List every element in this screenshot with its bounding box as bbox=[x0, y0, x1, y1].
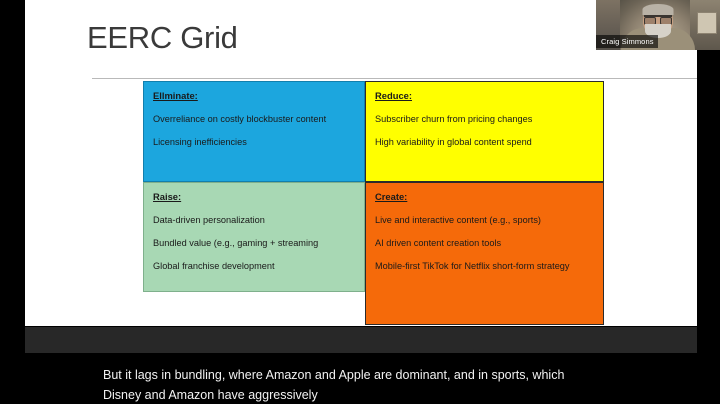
grid-cell-reduce-heading: Reduce: bbox=[375, 90, 412, 101]
caption-text: But it lags in bundling, where Amazon an… bbox=[103, 365, 638, 404]
grid-cell-create-item-0: Live and interactive content (e.g., spor… bbox=[375, 215, 541, 226]
grid-cell-eliminate-heading: Ellminate: bbox=[153, 90, 198, 101]
participant-video-thumbnail[interactable]: Craig Simmons bbox=[596, 0, 720, 50]
presentation-slide: EERC Grid Ellminate: Overreliance on cos… bbox=[25, 0, 697, 326]
grid-cell-eliminate-item-1: Licensing inefficiencies bbox=[153, 137, 247, 148]
grid-cell-raise-item-1: Bundled value (e.g., gaming + streaming bbox=[153, 238, 319, 249]
grid-cell-raise-item-2: Global franchise development bbox=[153, 261, 275, 272]
picture-frame-decor bbox=[697, 12, 717, 34]
grid-cell-eliminate-item-0: Overreliance on costly blockbuster conte… bbox=[153, 114, 327, 125]
caption-line-2: Disney and Amazon have aggressively bbox=[103, 388, 318, 402]
closed-caption-area: But it lags in bundling, where Amazon an… bbox=[0, 353, 720, 404]
grid-cell-raise-heading: Raise: bbox=[153, 191, 182, 202]
participant-beard bbox=[645, 24, 671, 38]
title-divider bbox=[92, 78, 697, 79]
grid-cell-raise-item-0: Data-driven personalization bbox=[153, 215, 265, 226]
participant-name-label: Craig Simmons bbox=[596, 35, 658, 48]
meeting-toolbar-bar[interactable] bbox=[25, 327, 697, 353]
glasses-icon bbox=[644, 15, 672, 25]
grid-cell-eliminate: Ellminate: Overreliance on costly blockb… bbox=[143, 81, 365, 182]
grid-cell-create-item-1: AI driven content creation tools bbox=[375, 238, 502, 249]
participant-hair bbox=[642, 4, 674, 15]
eerc-grid: Ellminate: Overreliance on costly blockb… bbox=[143, 81, 604, 325]
page-title: EERC Grid bbox=[87, 20, 238, 55]
grid-cell-create: Create: Live and interactive content (e.… bbox=[365, 182, 604, 325]
grid-cell-reduce-item-0: Subscriber churn from pricing changes bbox=[375, 114, 533, 125]
grid-cell-reduce-item-1: High variability in global content spend bbox=[375, 137, 532, 148]
grid-cell-create-heading: Create: bbox=[375, 191, 408, 202]
grid-cell-reduce: Reduce: Subscriber churn from pricing ch… bbox=[365, 81, 604, 182]
caption-line-1: But it lags in bundling, where Amazon an… bbox=[103, 368, 565, 382]
grid-cell-create-item-2: Mobile-first TikTok for Netflix short-fo… bbox=[375, 261, 570, 272]
grid-cell-raise: Raise: Data-driven personalization Bundl… bbox=[143, 182, 365, 292]
